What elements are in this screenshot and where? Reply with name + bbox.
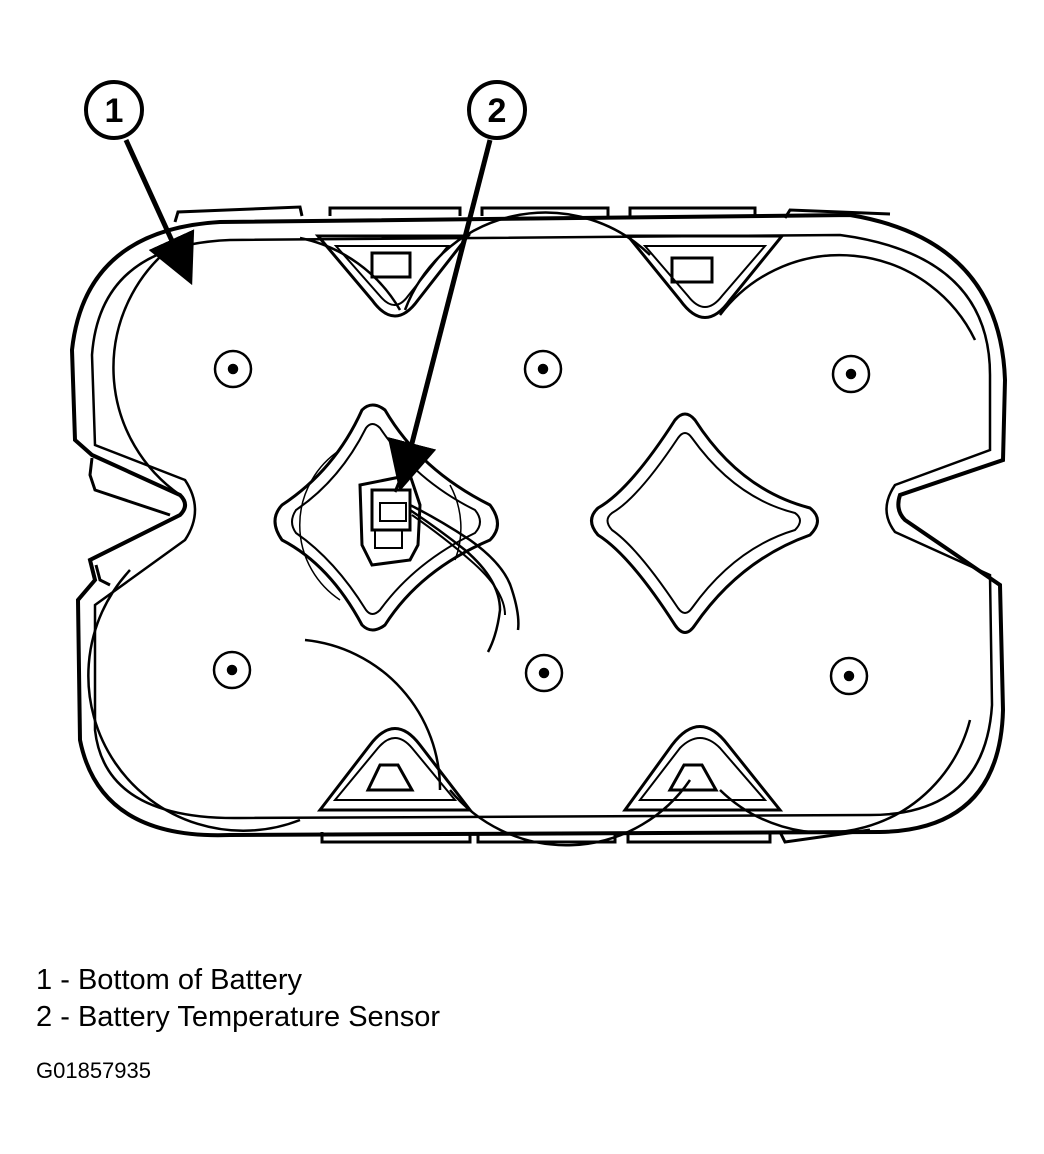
legend-item-1: 1 - Bottom of Battery <box>36 962 440 999</box>
callout-1-arrow <box>123 138 195 286</box>
mounting-hole <box>523 349 563 389</box>
legend-text: Battery Temperature Sensor <box>77 1001 441 1033</box>
legend-number: 2 <box>36 1001 53 1033</box>
cell-arcs <box>87 211 977 847</box>
battery-case <box>69 205 1008 844</box>
legend: 1 - Bottom of Battery 2 - Battery Temper… <box>36 962 440 1036</box>
center-cutouts <box>273 403 819 634</box>
legend-separator: - <box>60 964 70 996</box>
battery-bottom-diagram: 1 2 <box>69 80 1008 847</box>
callout-2: 2 <box>387 80 527 492</box>
legend-item-2: 2 - Battery Temperature Sensor <box>36 999 440 1036</box>
top-notches <box>314 234 786 319</box>
legend-number: 1 <box>36 964 53 996</box>
legend-text: Bottom of Battery <box>77 964 302 996</box>
mounting-hole <box>524 653 564 693</box>
temperature-sensor <box>358 473 520 653</box>
figure-id: G01857935 <box>36 1058 151 1083</box>
legend-separator: - <box>60 1001 70 1033</box>
callout-2-number: 2 <box>488 92 507 130</box>
callout-1: 1 <box>84 80 195 286</box>
bottom-notches <box>316 725 784 812</box>
mounting-hole <box>212 650 252 690</box>
callout-2-arrow <box>387 139 493 492</box>
mounting-hole <box>829 656 869 696</box>
callout-1-number: 1 <box>105 92 124 130</box>
mounting-hole <box>831 354 871 394</box>
mounting-hole <box>213 349 253 389</box>
mounting-holes <box>212 349 871 696</box>
